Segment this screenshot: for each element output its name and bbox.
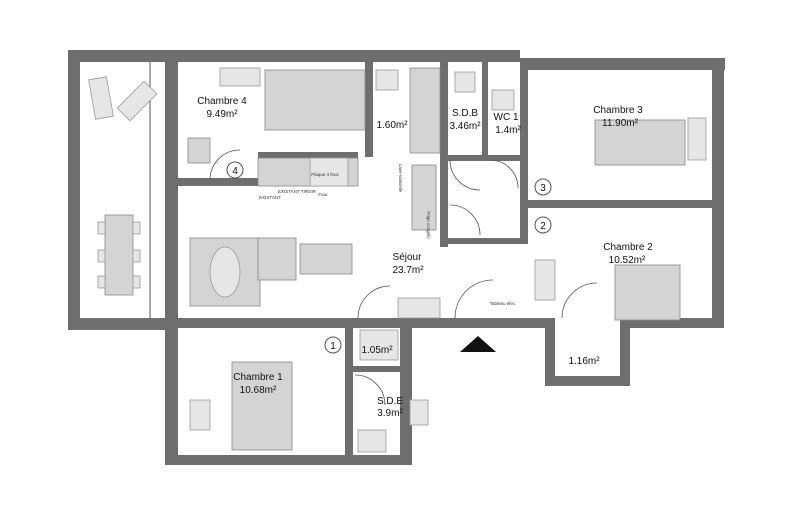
room-area: 1.60m² (376, 120, 408, 131)
svg-text:Tableau élec.: Tableau élec. (490, 301, 517, 306)
room-name: S.D.E (377, 396, 403, 407)
room-area: 3.9m² (377, 408, 403, 419)
marker-1: 1 (330, 341, 336, 352)
svg-text:Four: Four (318, 192, 328, 197)
room-name: WC 1 (494, 112, 519, 123)
room-area: 10.68m² (240, 385, 277, 396)
room-area: 11.90m² (602, 118, 639, 129)
room-name: S.D.B (452, 108, 478, 119)
svg-text:Lave-vaisselle: Lave-vaisselle (398, 164, 403, 193)
room-area: 10.52m² (609, 255, 646, 266)
room-area: 1.05m² (361, 345, 393, 356)
marker-4: 4 (232, 166, 238, 177)
room-name: Chambre 2 (603, 242, 653, 253)
room-name: Chambre 4 (197, 96, 247, 107)
room-area: 1.4m² (495, 125, 521, 136)
marker-3: 3 (540, 183, 546, 194)
marker-2: 2 (540, 221, 546, 232)
room-area: 3.46m² (449, 121, 481, 132)
annotations: Plaque 4 feux Four EXISTANT TIROIR EXIST… (259, 164, 516, 306)
room-area: 1.16m² (568, 356, 600, 367)
svg-text:Plaque 4 feux: Plaque 4 feux (311, 172, 339, 177)
svg-text:EXISTANT TIROIR: EXISTANT TIROIR (278, 189, 317, 194)
room-markers: 1 2 3 4 (226, 161, 552, 354)
furniture (187, 67, 707, 453)
doors (209, 149, 598, 406)
svg-text:Frigo congélo: Frigo congélo (426, 211, 431, 239)
room-name: Chambre 3 (593, 105, 643, 116)
svg-text:EXISTANT: EXISTANT (259, 195, 281, 200)
entrance-arrow-icon (460, 336, 496, 352)
room-name: Séjour (393, 252, 423, 263)
room-labels: Chambre 4 9.49m² 1.60m² S.D.B 3.46m² WC … (197, 96, 653, 419)
balcony (68, 50, 178, 330)
walls (165, 50, 725, 465)
room-name: Chambre 1 (233, 372, 283, 383)
room-area: 9.49m² (206, 109, 238, 120)
room-area: 23.7m² (392, 265, 424, 276)
